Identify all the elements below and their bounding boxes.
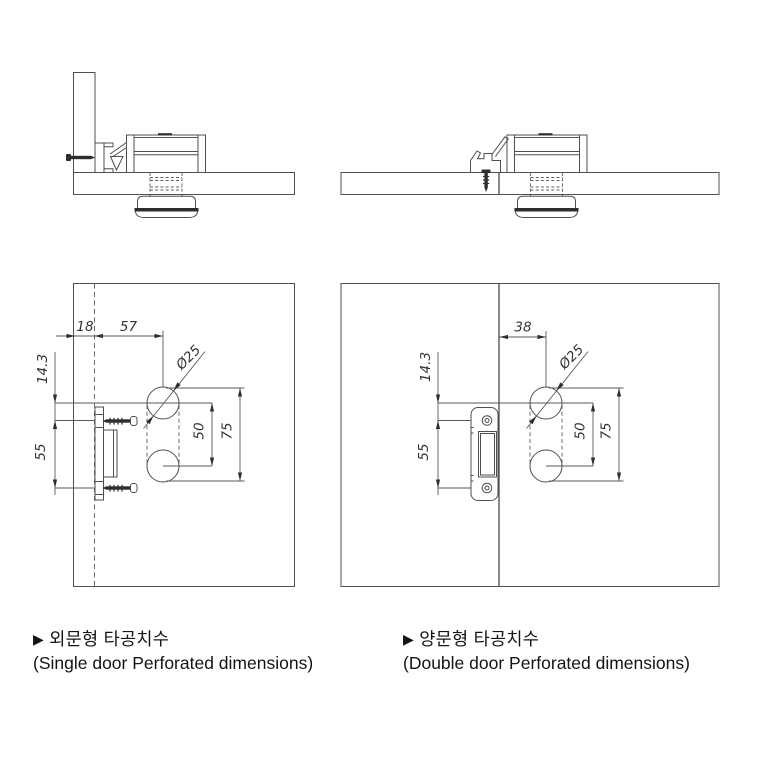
dim-hole-offset: 57 <box>120 319 138 335</box>
dimension-75: 75 <box>549 388 624 481</box>
dimension-14_3-55: 14.3 55 <box>416 352 471 495</box>
dim-hole-diameter: Ø25 <box>172 342 204 374</box>
keeper-profile <box>95 407 117 500</box>
triangle-bullet-icon: ▶ <box>403 631 415 647</box>
dim-overall-height: 75 <box>220 422 236 439</box>
dimension-14_3-55: 14.3 55 <box>33 352 95 495</box>
keeper-bracket <box>95 143 127 173</box>
knob-assembly <box>514 173 579 218</box>
panel <box>341 173 719 195</box>
dimension-50: 50 <box>192 403 215 466</box>
dim-screw-spacing: 55 <box>33 443 49 460</box>
single-door-caption: ▶ 외문형 타공치수 (Single door Perforated dimen… <box>33 628 313 675</box>
panel-outline <box>74 284 295 587</box>
dim-door-edge-inset: 18 <box>76 319 93 335</box>
dim-hole-offset: 38 <box>514 320 531 336</box>
screw-icon <box>481 169 491 192</box>
panel <box>74 173 295 195</box>
caption-title-korean: ▶ 양문형 타공치수 <box>403 629 540 649</box>
double-door-side-view <box>341 133 719 217</box>
latch-body <box>127 133 206 172</box>
dim-overall-height: 75 <box>599 422 615 439</box>
dimension-38: 38 <box>499 320 546 388</box>
drill-holes <box>147 387 179 482</box>
caption-title-english: (Single door Perforated dimensions) <box>33 653 314 673</box>
latch-body <box>507 133 587 172</box>
screw-icon <box>102 484 138 493</box>
single-door-side-view <box>66 73 295 218</box>
keeper-bracket <box>471 137 509 173</box>
screw-icon <box>66 154 95 161</box>
dim-hole-diameter: Ø25 <box>555 342 587 374</box>
keeper-plate <box>471 408 498 501</box>
dim-latch-offset: 14.3 <box>35 354 51 384</box>
single-door-front-view: 18 57 14.3 55 50 75 <box>33 284 295 587</box>
dim-hole-spacing: 50 <box>192 422 208 439</box>
screw-icon <box>102 417 138 426</box>
dim-hole-spacing: 50 <box>573 422 589 439</box>
dim-latch-offset: 14.3 <box>418 352 434 382</box>
dimension-18-57: 18 57 <box>56 319 163 387</box>
drill-holes <box>530 387 562 482</box>
caption-title-english: (Double door Perforated dimensions) <box>403 653 690 673</box>
caption-title-korean: ▶ 외문형 타공치수 <box>33 629 170 649</box>
dimension-50: 50 <box>573 403 596 466</box>
door-frame-bar <box>74 73 96 173</box>
dimension-75: 75 <box>166 388 245 481</box>
dim-screw-spacing: 55 <box>416 443 432 460</box>
double-door-caption: ▶ 양문형 타공치수 (Double door Perforated dimen… <box>403 628 690 675</box>
double-door-front-view: 38 14.3 55 50 75 <box>341 284 719 587</box>
panel-outline <box>341 284 719 587</box>
knob-assembly <box>134 173 199 218</box>
triangle-bullet-icon: ▶ <box>33 631 45 647</box>
